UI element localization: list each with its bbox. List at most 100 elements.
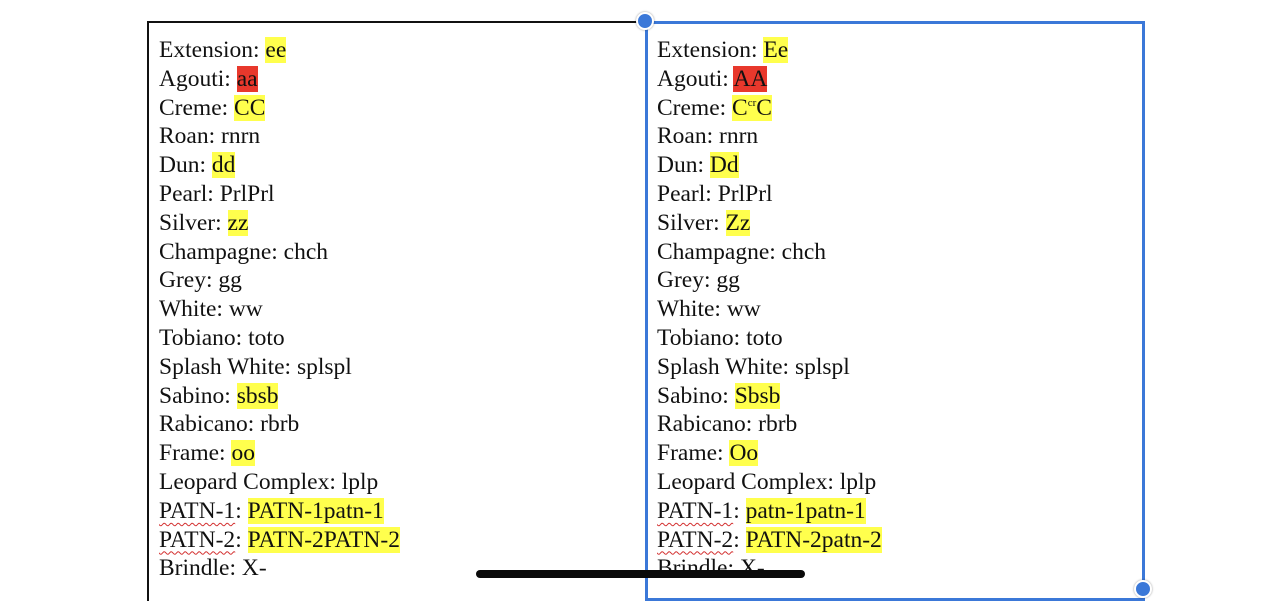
gene-value: rbrb <box>260 411 300 438</box>
gene-value: lplp <box>341 468 379 495</box>
gene-value: Dd <box>709 152 739 179</box>
gene-value: oo <box>231 440 255 467</box>
gene-label: White: <box>657 296 727 323</box>
gene-value: AA <box>733 65 768 92</box>
gene-line: PATN-2: PATN-2PATN-2 <box>159 526 400 553</box>
gene-line: Roan: rnrn <box>159 122 645 151</box>
gene-line: PATN-2: PATN-2patn-2 <box>657 526 882 553</box>
gene-line: Dun: Dd <box>657 151 1144 180</box>
gene-line: PATN-1: patn-1patn-1 <box>657 497 866 524</box>
gene-line: Champagne: chch <box>159 238 645 267</box>
gene-line: Creme: CC <box>159 94 645 123</box>
gene-line: Extension: Ee <box>657 36 1144 65</box>
gene-label: PATN-2 <box>159 526 236 553</box>
selection-handle-top[interactable] <box>636 12 654 30</box>
gene-label: Splash White: <box>657 353 795 380</box>
gene-label: Pearl: <box>657 180 718 207</box>
gene-label: Agouti: <box>159 65 237 92</box>
gene-value-part: C <box>732 94 748 121</box>
gene-label: Pearl: <box>159 180 220 207</box>
gene-label: Champagne: <box>159 238 284 265</box>
gene-label: Splash White: <box>159 353 297 380</box>
gene-value: Zz <box>725 209 751 236</box>
gene-line: Dun: dd <box>159 151 645 180</box>
gene-label: Rabicano: <box>657 411 759 438</box>
selection-handle-bottom[interactable] <box>1134 580 1152 598</box>
gene-line: Splash White: splspl <box>657 353 1144 382</box>
gene-line: Splash White: splspl <box>159 353 645 382</box>
gene-value: PATN-2PATN-2 <box>247 526 400 553</box>
gene-value: PrlPrl <box>219 180 275 207</box>
gene-line: Roan: rnrn <box>657 122 1144 151</box>
gene-value: gg <box>218 267 242 294</box>
gene-line: Brindle: X- <box>159 554 645 583</box>
gene-line: Champagne: chch <box>657 238 1144 267</box>
gene-label: Leopard Complex: <box>159 468 342 495</box>
gene-value-part: C <box>756 94 772 121</box>
gene-value: splspl <box>794 353 850 380</box>
gene-value: Sbsb <box>734 382 781 409</box>
gene-label: Extension: <box>159 37 266 63</box>
gene-label: Roan: <box>657 123 720 150</box>
gene-label: Frame: <box>159 440 232 467</box>
gene-value: toto <box>746 324 783 351</box>
gene-value: ww <box>726 296 761 323</box>
gene-value: aa <box>236 65 258 92</box>
gene-label: Brindle: <box>159 555 242 582</box>
gene-value: sbsb <box>236 382 279 409</box>
gene-label: PATN-1 <box>657 497 734 524</box>
gene-label: Silver: <box>159 209 228 236</box>
gene-label: Dun: <box>159 152 212 179</box>
gene-value: rnrn <box>221 123 261 150</box>
gene-value: PATN-1patn-1 <box>247 497 384 524</box>
gene-label: Grey: <box>657 267 717 294</box>
gene-value: zz <box>227 209 249 236</box>
gene-label: Champagne: <box>657 238 782 265</box>
gene-label: Silver: <box>657 209 726 236</box>
gene-value: PrlPrl <box>717 180 773 207</box>
gene-line: Rabicano: rbrb <box>657 410 1144 439</box>
gene-value: lplp <box>839 468 877 495</box>
gene-label: White: <box>159 296 229 323</box>
gene-line: White: ww <box>657 295 1144 324</box>
gene-line: Agouti: AA <box>657 65 1144 94</box>
gene-label: Roan: <box>159 123 222 150</box>
gene-line: Creme: CcrC <box>657 94 1144 123</box>
gene-line: Frame: Oo <box>657 439 1144 468</box>
gene-line: PATN-1: PATN-1patn-1 <box>159 497 384 524</box>
gene-line: Sabino: Sbsb <box>657 382 1144 411</box>
gene-label: Sabino: <box>657 382 735 409</box>
gene-line: Leopard Complex: lplp <box>657 468 1144 497</box>
gene-value: gg <box>716 267 740 294</box>
gene-label: Grey: <box>159 267 219 294</box>
gene-value: ww <box>228 296 263 323</box>
gene-label: PATN-2 <box>657 526 734 553</box>
gene-value: PATN-2patn-2 <box>745 526 882 553</box>
gene-value: toto <box>248 324 285 351</box>
gene-line: Frame: oo <box>159 439 645 468</box>
gene-value: ee <box>265 37 287 63</box>
gene-line: White: ww <box>159 295 645 324</box>
gene-line: Pearl: PrlPrl <box>159 180 645 209</box>
gene-value: splspl <box>296 353 352 380</box>
gene-label: PATN-1 <box>159 497 236 524</box>
gene-value: Ee <box>763 37 789 63</box>
gene-value: patn-1patn-1 <box>745 497 866 524</box>
gene-value: CcrC <box>732 94 772 121</box>
home-indicator[interactable] <box>476 570 805 578</box>
gene-line: Silver: zz <box>159 209 645 238</box>
gene-label: Leopard Complex: <box>657 468 840 495</box>
gene-label: Creme: <box>159 94 235 121</box>
gene-line: Agouti: aa <box>159 65 645 94</box>
gene-line: Grey: gg <box>159 266 645 295</box>
gene-line: Silver: Zz <box>657 209 1144 238</box>
gene-label: Extension: <box>657 37 764 63</box>
gene-value: dd <box>211 152 236 179</box>
gene-line: Tobiano: toto <box>657 324 1144 353</box>
gene-value-superscript: cr <box>747 96 757 109</box>
gene-label: Sabino: <box>159 382 237 409</box>
